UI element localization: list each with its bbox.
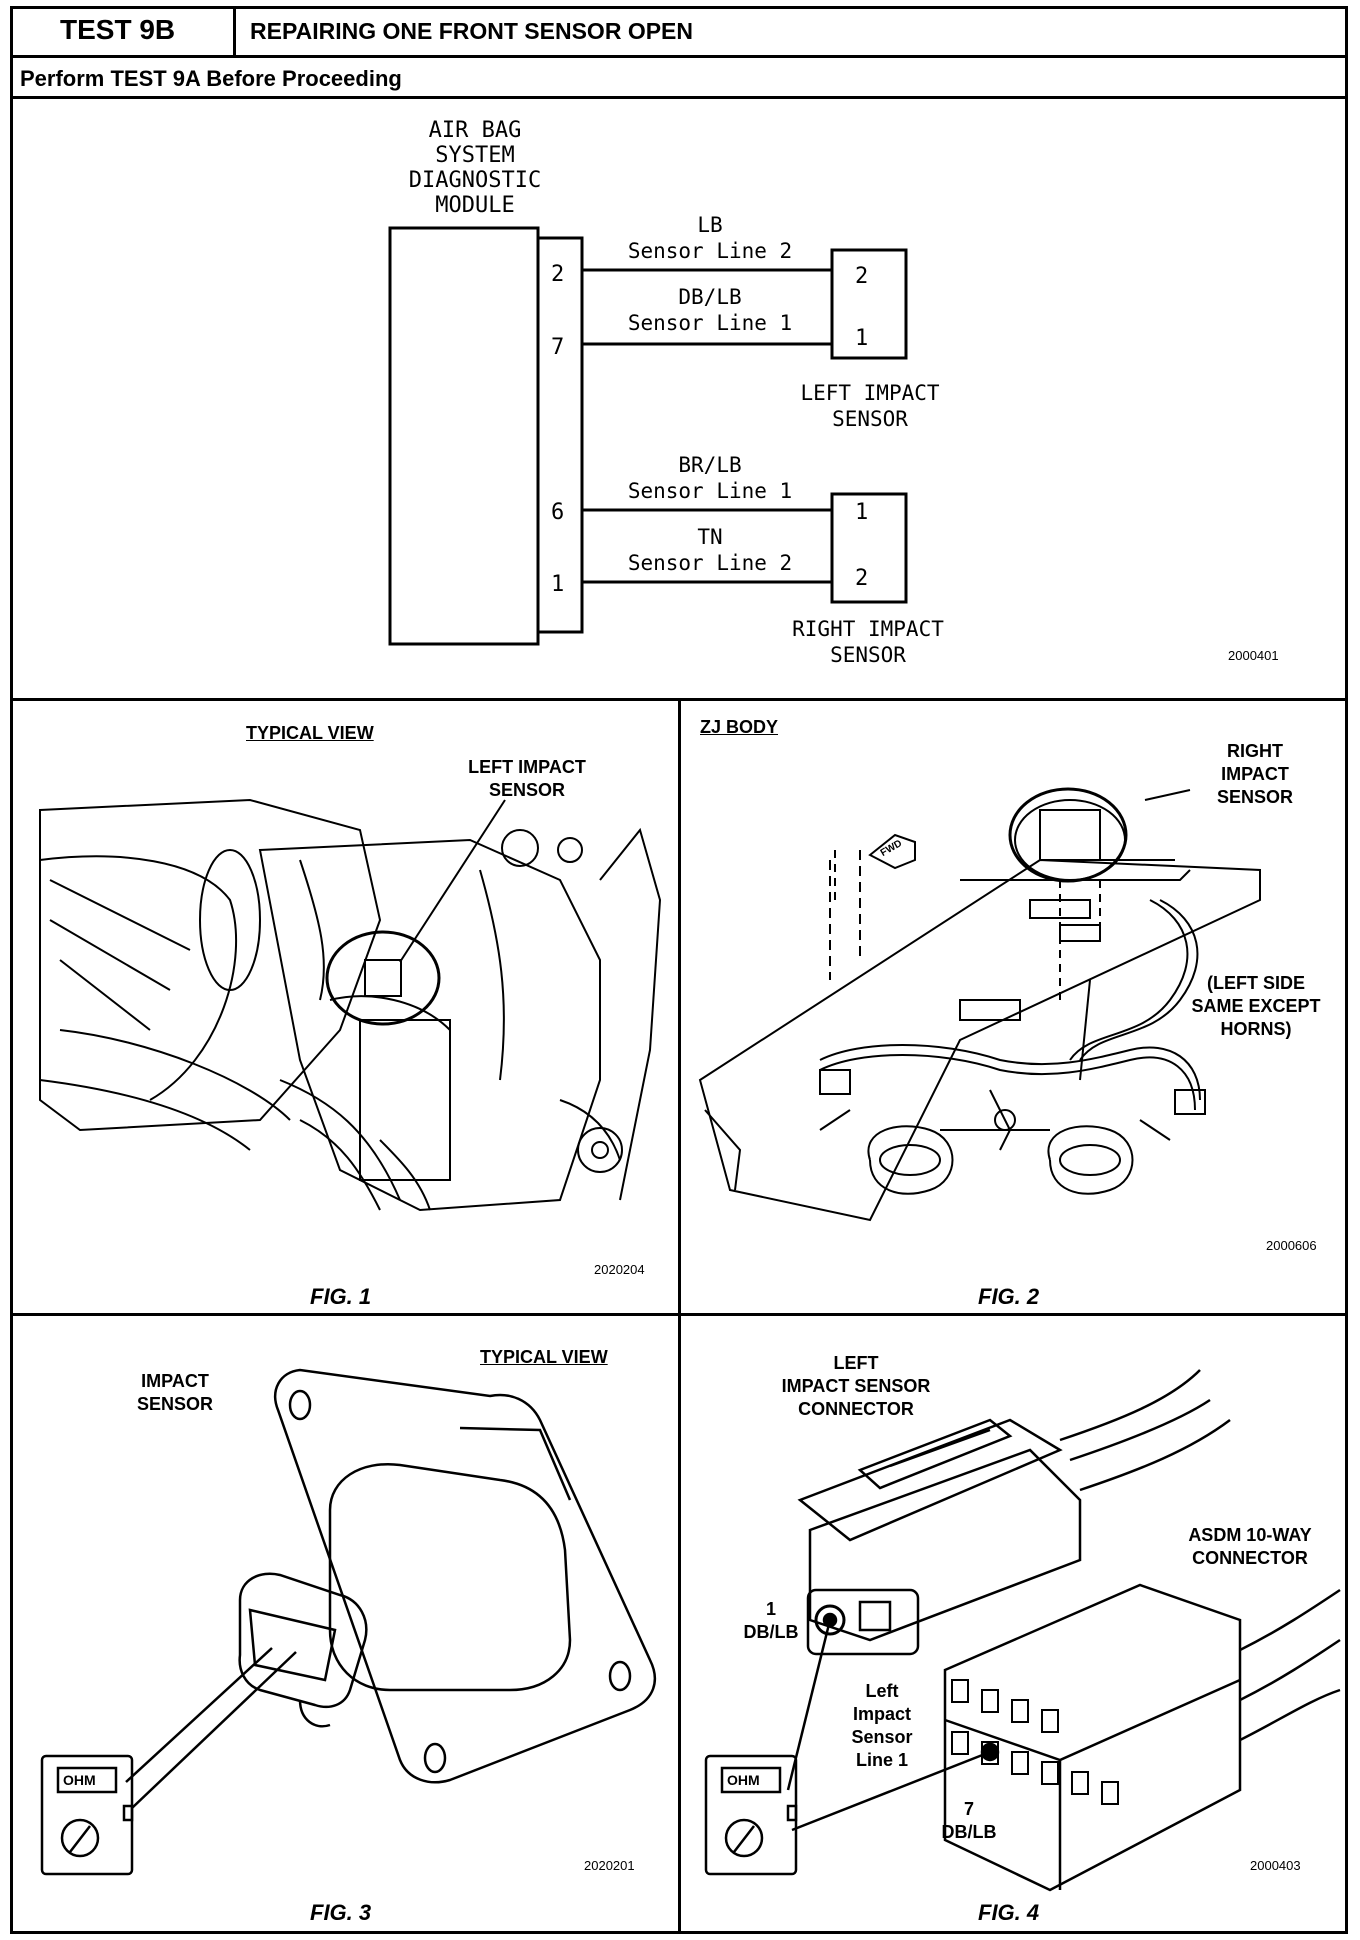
prerequisite-note: Perform TEST 9A Before Proceeding [20,66,402,91]
pin-1: 1 [551,572,565,597]
fig2-code: 2000606 [1266,1238,1317,1253]
module-label: AIR BAG SYSTEM DIAGNOSTIC MODULE [408,118,542,218]
right-sensor-label: RIGHT IMPACT SENSOR [792,617,944,667]
wire-label-tn: TN Sensor Line 2 [627,525,793,575]
module-connector [536,236,584,634]
fig3-view-label: TYPICAL VIEW [480,1347,608,1367]
fig3-caption: FIG. 3 [310,1900,372,1925]
fig1-callout: LEFT IMPACT SENSOR [468,757,586,800]
fig1-caption: FIG. 1 [310,1284,372,1309]
fig3-probe-1 [125,1647,273,1783]
left-sensor-pin-1: 1 [855,326,869,351]
fig2-note: (LEFT SIDE SAME EXCEPT HORNS) [1191,973,1321,1039]
fig2-callout: RIGHT IMPACT SENSOR [1216,741,1294,807]
test-id: TEST 9B [60,14,176,45]
schematic-wiring [388,226,908,646]
fig3-code: 2020201 [584,1858,635,1873]
fig1-view-label: TYPICAL VIEW [246,723,374,743]
divider-mid-upper [678,698,681,1315]
fig4-probe-2 [791,1750,991,1832]
divider-prereq [10,96,1348,99]
fig3-ohmmeter [40,1754,134,1876]
right-sensor-pin-1: 1 [855,500,869,525]
fig4-ohmmeter [704,1754,798,1876]
fig4-pin1-label: 1 DB/LB [743,1599,799,1642]
fig3-probe-2 [131,1651,297,1809]
left-sensor-pin-2: 2 [855,264,869,289]
fig2-caption: FIG. 2 [978,1284,1040,1309]
fig4-callout-top: LEFT IMPACT SENSOR CONNECTOR [781,1353,931,1419]
fig4-pin7-label: 7 DB/LB [941,1799,997,1842]
fig2-view-label: ZJ BODY [700,717,779,737]
divider-mid-lower [678,1313,681,1934]
schematic-code: 2000401 [1228,648,1279,663]
fig2-sensor-circle [1008,787,1128,883]
fwd-arrow [834,833,916,900]
fig4-mid-label: Left Impact Sensor Line 1 [851,1681,913,1770]
fig4-meter-display: OHM [727,1772,760,1788]
wire-label-lb: LB Sensor Line 2 [627,213,793,263]
divider-header [10,55,1348,58]
left-sensor-label: LEFT IMPACT SENSOR [800,381,940,431]
right-sensor-pin-2: 2 [855,566,869,591]
pin-2: 2 [551,262,565,287]
left-sensor-box [830,248,908,360]
fig1-sensor-circle [325,930,441,1026]
wire-label-db-lb: DB/LB Sensor Line 1 [627,285,793,335]
divider-test-id [233,6,236,57]
fig4-code: 2000403 [1250,1858,1301,1873]
test-title: REPAIRING ONE FRONT SENSOR OPEN [250,18,694,44]
right-sensor-box [830,492,908,604]
pin-6: 6 [551,500,565,525]
fig3-meter-display: OHM [63,1772,96,1788]
fig1-code: 2020204 [594,1262,645,1277]
fig3-callout: IMPACT SENSOR [136,1371,214,1414]
fig1-leader [399,799,506,963]
wire-label-br-lb: BR/LB Sensor Line 1 [627,453,793,503]
fig4-caption: FIG. 4 [978,1900,1040,1925]
pin-7: 7 [551,335,565,360]
fig4-callout-right: ASDM 10-WAY CONNECTOR [1188,1525,1312,1568]
